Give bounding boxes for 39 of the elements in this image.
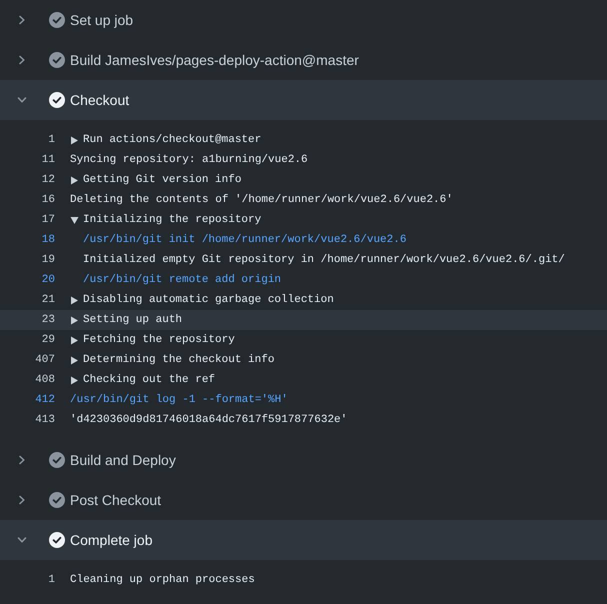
log-line-text: Fetching the repository	[83, 332, 235, 348]
line-number: 20	[40, 272, 55, 288]
step-title: Post Checkout	[70, 490, 162, 510]
line-number: 23	[40, 312, 55, 328]
line-number: 1	[47, 572, 55, 588]
log-line-text: Run actions/checkout@master	[83, 132, 262, 148]
line-number: 12	[40, 172, 55, 188]
log-line-text: Determining the checkout info	[83, 352, 274, 368]
line-number: 412	[34, 392, 55, 408]
log-line-text: /usr/bin/git remote add origin	[83, 272, 282, 288]
line-number: 18	[40, 232, 55, 248]
log-line-text: Initializing the repository	[83, 212, 262, 228]
log-line-text: Deleting the contents of '/home/runner/work/vue2.6/vue2.6'	[70, 192, 453, 208]
log-line-text: /usr/bin/git init /home/runner/work/vue2.6/vue2.6	[83, 232, 406, 248]
log-line-text: Disabling automatic garbage collection	[83, 292, 334, 308]
step-title: Complete job	[70, 530, 152, 550]
line-number: 1	[47, 132, 55, 148]
line-number: 21	[40, 292, 55, 308]
log-line-text: /usr/bin/git log -1 --format='%H'	[70, 392, 288, 408]
step-title: Set up job	[70, 10, 134, 30]
log-line-text: 'd4230360d9d81746018a64dc7617f5917877632e'	[70, 412, 348, 428]
log-line-text: Syncing repository: a1burning/vue2.6	[70, 152, 308, 168]
step-title: Build and Deploy	[70, 450, 176, 470]
line-number: 407	[34, 352, 55, 368]
highlighted-row	[0, 310, 607, 330]
line-number: 11	[40, 152, 55, 168]
log-line-text: Checking out the ref	[83, 372, 216, 388]
log-line-text: Initialized empty Git repository in /home/runner/work/vue2.6/vue2.6/.git/	[83, 252, 565, 268]
step-title: Checkout	[70, 90, 130, 110]
line-number: 16	[40, 192, 55, 208]
step-title: Build JamesIves/pages-deploy-action@master	[70, 50, 359, 70]
line-number: 17	[40, 212, 55, 228]
log-line-text: Setting up auth	[83, 312, 182, 328]
line-number: 408	[34, 372, 55, 388]
line-number: 29	[40, 332, 55, 348]
line-number: 413	[34, 412, 55, 428]
log-line-text: Cleaning up orphan processes	[70, 572, 255, 588]
log-line-text: Getting Git version info	[83, 172, 242, 188]
line-number: 19	[40, 252, 55, 268]
